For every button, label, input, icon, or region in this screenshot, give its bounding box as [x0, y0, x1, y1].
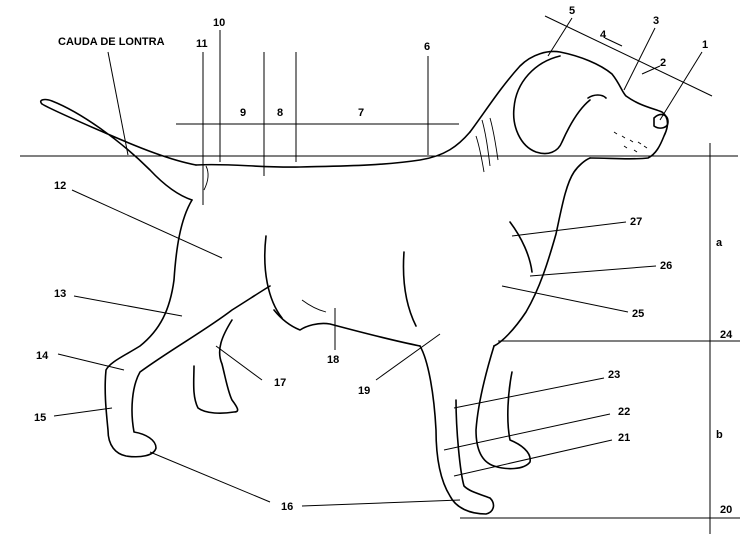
label-1: 1 [702, 39, 708, 51]
tail-type-label: CAUDA DE LONTRA [58, 36, 165, 48]
label-17: 17 [274, 377, 286, 389]
label-26: 26 [660, 260, 672, 272]
label-a: a [716, 237, 723, 249]
label-3: 3 [653, 15, 659, 27]
head-length-line [544, 15, 713, 97]
label-22: 22 [618, 406, 630, 418]
label-b: b [716, 429, 723, 441]
dog-outline [39, 50, 669, 515]
label-7: 7 [358, 107, 364, 119]
label-4: 4 [600, 29, 607, 41]
label-24: 24 [720, 329, 733, 341]
label-13: 13 [54, 288, 66, 300]
label-20: 20 [720, 504, 732, 516]
label-14: 14 [36, 350, 49, 362]
fur-strokes [203, 117, 648, 313]
label-11: 11 [196, 38, 208, 50]
label-6: 6 [424, 41, 430, 53]
label-23: 23 [608, 369, 620, 381]
label-18: 18 [327, 354, 339, 366]
label-16: 16 [281, 501, 293, 513]
label-25: 25 [632, 308, 644, 320]
label-10: 10 [213, 17, 225, 29]
leader-lines [53, 17, 703, 507]
label-21: 21 [618, 432, 630, 444]
label-2: 2 [660, 57, 666, 69]
label-19: 19 [358, 385, 370, 397]
label-27: 27 [630, 216, 642, 228]
label-8: 8 [277, 107, 283, 119]
label-12: 12 [54, 180, 66, 192]
label-9: 9 [240, 107, 246, 119]
label-15: 15 [34, 412, 46, 424]
label-5: 5 [569, 5, 575, 17]
